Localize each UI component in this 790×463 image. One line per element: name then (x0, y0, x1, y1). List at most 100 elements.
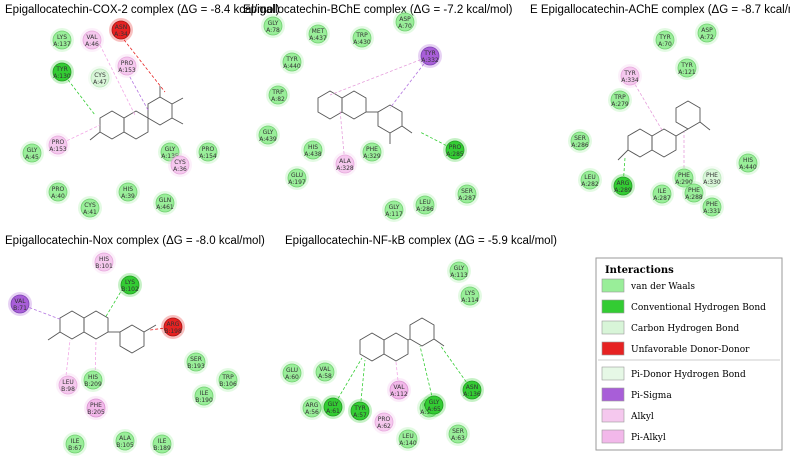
residue-name: SER (452, 428, 464, 435)
residue-name: PHE (366, 146, 378, 153)
residue-name: TYR (353, 405, 366, 412)
residue-bubble (194, 386, 214, 406)
residue-bubble (10, 294, 30, 314)
panel-title-nfkb: Epigallocatechin-NF-kB complex (ΔG = -5.… (285, 235, 557, 247)
residue-name: HIS (99, 256, 109, 263)
residue-name: CYS (174, 159, 186, 166)
residue-bubble (80, 198, 100, 218)
residue-bubble (610, 90, 630, 110)
ligand-structures (47, 86, 711, 362)
residue-name: ILE (158, 438, 167, 445)
residue-bubble (86, 398, 106, 418)
legend-label: Pi-Sigma (631, 391, 672, 401)
residue-id: A:117 (385, 211, 403, 218)
residue-name: TYR (55, 66, 68, 73)
residue-name: HIS (88, 374, 98, 381)
residue-name: HIS (308, 144, 318, 151)
ligand-nfkb (359, 317, 445, 362)
residue-name: GLU (286, 367, 298, 374)
residue-bubble (303, 140, 323, 160)
panel-title-ache: E Epigallocatechin-AChE complex (ΔG = -8… (530, 4, 790, 16)
residue-id: B:102 (121, 286, 139, 293)
residue-name: LYS (465, 290, 475, 297)
ligand-bche (317, 90, 413, 144)
residue-name: GLU (291, 172, 303, 179)
residue-id: A:437 (309, 35, 327, 42)
residue-id: A:290 (675, 179, 693, 186)
residue-id: A:34 (114, 31, 128, 38)
residue-id: A:330 (703, 179, 721, 186)
residue-id: B:209 (84, 381, 102, 388)
residue-bubble (415, 195, 435, 215)
residue-bubble (258, 125, 278, 145)
residue-id: A:112 (390, 391, 408, 398)
residue-bubble (155, 193, 175, 213)
residue-id: A:440 (283, 63, 301, 70)
residue-bubble (677, 58, 697, 78)
residue-id: A:82 (271, 96, 285, 103)
residue-name: PRO (52, 186, 65, 193)
residue-name: GLY (27, 147, 38, 154)
residue-name: SER (461, 188, 473, 195)
residue-bubble (570, 131, 590, 151)
residue-bubble (65, 434, 85, 454)
residue-bubble (170, 155, 190, 175)
ligand-cox2 (89, 86, 184, 141)
residue-name: TYR (423, 50, 436, 57)
residue-id: A:57 (353, 412, 367, 419)
residue-id: A:461 (156, 204, 174, 211)
residue-bubble (152, 434, 172, 454)
residue-bubble (448, 424, 468, 444)
residue-name: PRO (202, 146, 215, 153)
residue-id: A:286 (416, 206, 434, 213)
residue-bubble (613, 176, 633, 196)
residue-id: A:130 (53, 73, 71, 80)
residue-name: ASN (466, 384, 478, 391)
residue-bubble (738, 153, 758, 173)
residue-bubble (389, 380, 409, 400)
residue-name: GLY (328, 401, 339, 408)
residue-id: A:136 (463, 391, 481, 398)
residue-id: A:40 (51, 193, 65, 200)
residue-id: B:98 (61, 386, 75, 393)
residue-id: A:438 (304, 151, 322, 158)
legend-swatch (601, 278, 625, 293)
residue-bubble (697, 23, 717, 43)
residue-name: CYS (94, 72, 106, 79)
residue-bubble (287, 168, 307, 188)
residue-bubble (384, 200, 404, 220)
residue-bubble (263, 16, 283, 36)
residue-id: A:78 (266, 27, 280, 34)
legend-label: Pi-Donor Hydrogen Bond (631, 370, 746, 380)
residue-name: LEU (584, 174, 596, 181)
residue-bubble (94, 252, 114, 272)
residue-id: A:65 (427, 406, 441, 413)
residue-id: A:430 (353, 39, 371, 46)
residue-bubble (118, 182, 138, 202)
